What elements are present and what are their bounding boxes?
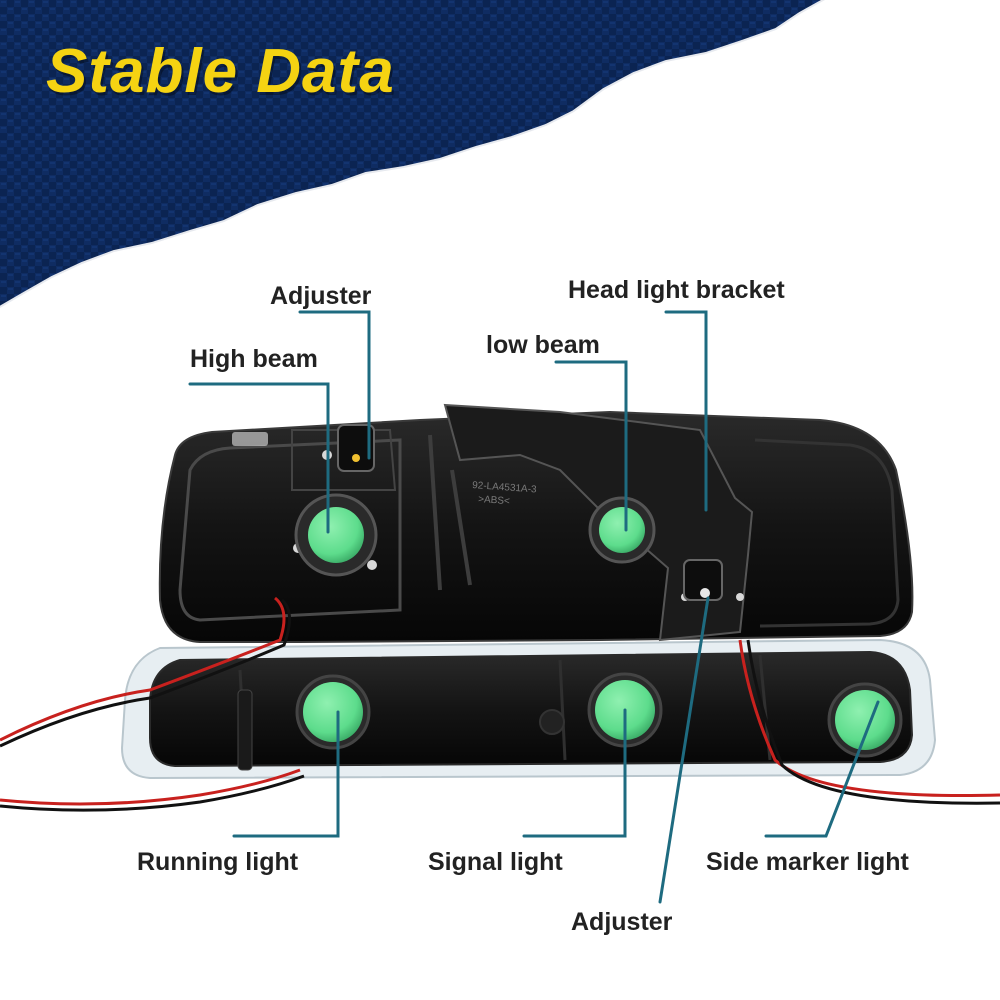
callout-adjuster-bottom: Adjuster — [571, 908, 673, 936]
leader-adjuster-top — [298, 310, 371, 460]
leader-high-beam — [188, 382, 330, 534]
callout-adjuster-top: Adjuster — [270, 282, 372, 310]
leader-low-beam — [554, 360, 628, 532]
leader-signal-light — [522, 708, 627, 838]
callout-leader-lines — [188, 310, 880, 904]
callout-high-beam: High beam — [190, 345, 318, 373]
leader-side-marker-light — [764, 700, 880, 838]
part-number-marking: 92-LA4531A-3 — [472, 480, 538, 496]
banner-torn-edge — [0, 0, 826, 310]
banner-title: Stable Data — [46, 37, 395, 106]
callout-head-light-bracket: Head light bracket — [568, 276, 785, 304]
leader-head-light-bracket — [664, 310, 708, 512]
callout-low-beam: low beam — [486, 331, 600, 359]
callout-signal-light: Signal light — [428, 848, 563, 876]
leader-running-light — [232, 710, 340, 838]
banner-background — [0, 0, 825, 308]
headlight-housing: 92-LA4531A-3 >ABS< — [158, 403, 914, 643]
wiring-harness — [0, 596, 1000, 812]
callout-running-light: Running light — [137, 848, 299, 876]
material-marking: >ABS< — [478, 494, 511, 507]
callout-side-marker-light: Side marker light — [706, 848, 909, 876]
leader-adjuster-bottom — [658, 596, 710, 904]
bumper-light-housing — [120, 638, 937, 780]
